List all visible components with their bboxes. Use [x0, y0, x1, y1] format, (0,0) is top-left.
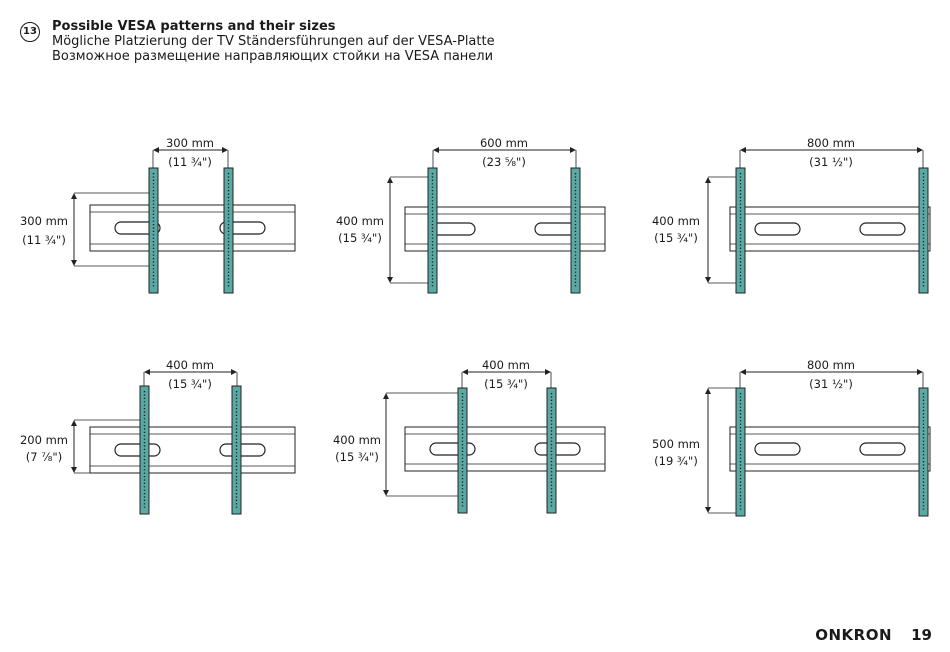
vesa-diagram-300x300: 300 mm (11 ¾") 300 mm (11 ¾") — [0, 128, 320, 303]
width-inch-label: (23 ⅝") — [482, 155, 526, 169]
section-titles: Possible VESA patterns and their sizes M… — [52, 19, 495, 65]
vesa-diagram-800x400: 800 mm (31 ½") 400 mm (15 ¾") — [630, 128, 940, 303]
height-mm-label: 400 mm — [333, 433, 381, 447]
width-inch-label: (11 ¾") — [168, 155, 212, 169]
width-inch-label: (15 ¾") — [484, 377, 528, 391]
width-mm-label: 300 mm — [166, 136, 214, 150]
vesa-diagram-600x400: 600 mm (23 ⅝") 400 mm (15 ¾") — [320, 128, 640, 303]
page-footer: ONKRON 19 — [815, 625, 932, 644]
step-number-badge: 13 — [20, 22, 40, 42]
height-mm-label: 400 mm — [336, 214, 384, 228]
title-russian: Возможное размещение направляющих стойки… — [52, 49, 494, 64]
height-mm-label: 500 mm — [652, 437, 700, 451]
brand-logo-text: ONKRON — [815, 626, 893, 644]
height-mm-label: 200 mm — [20, 433, 68, 447]
title-english: Possible VESA patterns and their sizes — [52, 19, 336, 34]
width-inch-label: (31 ½") — [809, 155, 853, 169]
vesa-diagram-400x200: 400 mm (15 ¾") 200 mm (7 ⅞") — [0, 350, 320, 525]
width-mm-label: 800 mm — [807, 136, 855, 150]
vesa-diagram-800x500: 800 mm (31 ½") 500 mm (19 ¾") — [630, 350, 940, 525]
height-mm-label: 400 mm — [652, 214, 700, 228]
vesa-diagram-400x400: 400 mm (15 ¾") 400 mm (15 ¾") — [320, 350, 640, 525]
width-mm-label: 800 mm — [807, 358, 855, 372]
width-inch-label: (31 ½") — [809, 377, 853, 391]
height-inch-label: (7 ⅞") — [26, 450, 62, 464]
height-inch-label: (11 ¾") — [22, 233, 66, 247]
height-inch-label: (15 ¾") — [338, 231, 382, 245]
width-mm-label: 400 mm — [166, 358, 214, 372]
height-inch-label: (15 ¾") — [654, 231, 698, 245]
width-inch-label: (15 ¾") — [168, 377, 212, 391]
width-mm-label: 400 mm — [482, 358, 530, 372]
height-inch-label: (15 ¾") — [335, 450, 379, 464]
page-number: 19 — [911, 626, 932, 644]
title-german: Mögliche Platzierung der TV Ständersführ… — [52, 34, 495, 49]
height-inch-label: (19 ¾") — [654, 454, 698, 468]
height-mm-label: 300 mm — [20, 214, 68, 228]
width-mm-label: 600 mm — [480, 136, 528, 150]
